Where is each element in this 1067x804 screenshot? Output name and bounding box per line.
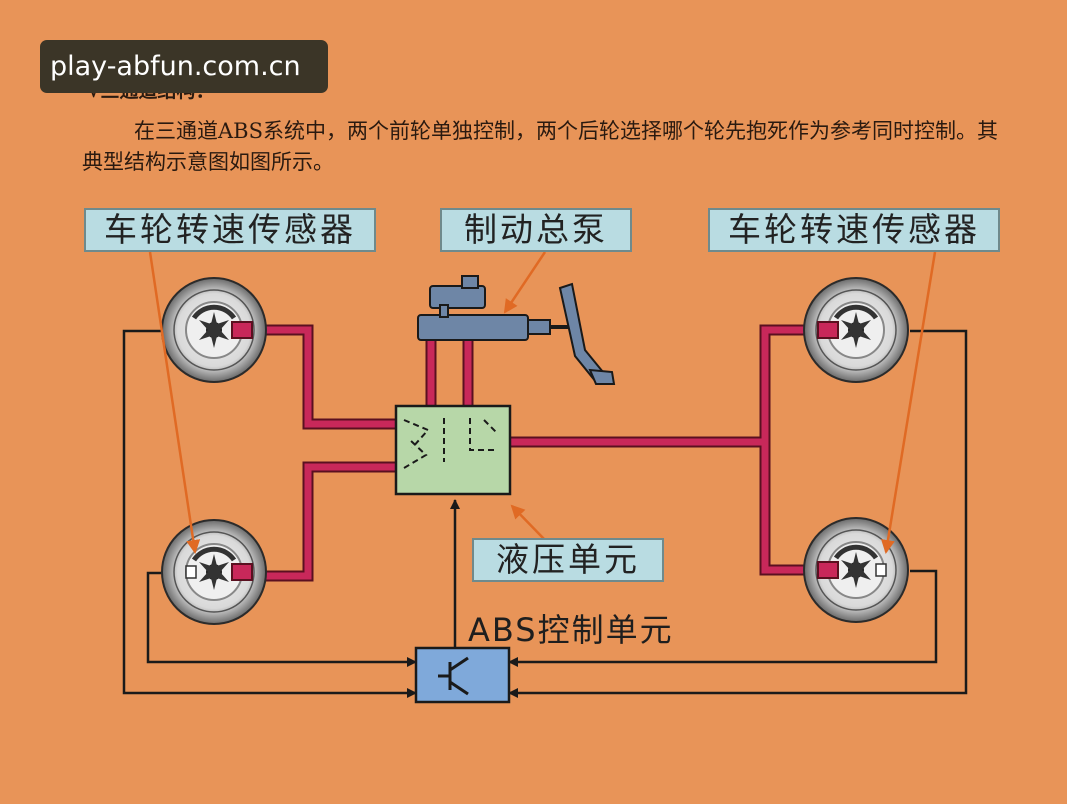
wire-fr (508, 329, 968, 698)
hydraulic-unit (394, 404, 512, 496)
wire-rl (146, 571, 417, 667)
wire-fl (122, 329, 417, 698)
label-hydraulic-unit: 液压单元 (472, 538, 664, 582)
label-abs-ecu: ABS控制单元 (468, 611, 674, 649)
pointer-arrows (148, 251, 937, 554)
abs-ecu (414, 646, 511, 704)
master-cylinder (417, 275, 568, 341)
watermark: play-abfun.com.cn (40, 40, 328, 93)
label-sensor-right: 车轮转速传感器 (708, 208, 1000, 252)
wire-rr (508, 569, 938, 667)
brake-pedal (558, 282, 616, 385)
brake-lines (238, 324, 830, 582)
control-wiring (122, 329, 968, 698)
intro-paragraph: 在三通道ABS系统中，两个前轮单独控制，两个后轮选择哪个轮先抱死作为参考同时控制… (82, 119, 998, 174)
wheel-rear-left (161, 519, 267, 625)
wheel-front-left (161, 277, 267, 383)
label-master-cylinder: 制动总泵 (440, 208, 632, 252)
wheel-front-right (803, 277, 909, 383)
wheel-rear-right (803, 517, 909, 623)
label-sensor-left: 车轮转速传感器 (84, 208, 376, 252)
